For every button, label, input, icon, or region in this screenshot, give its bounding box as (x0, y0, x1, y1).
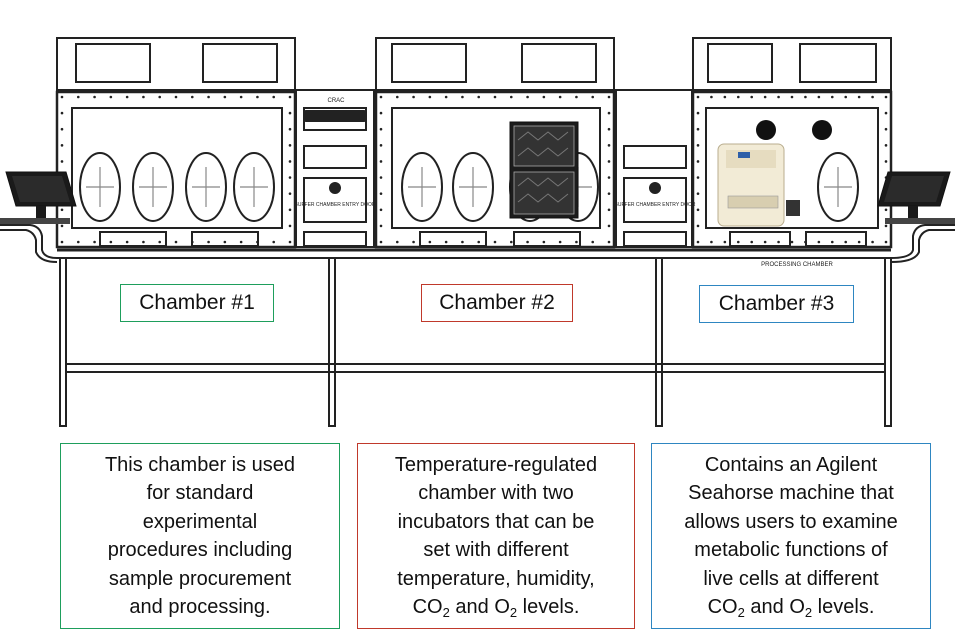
desc3-line: allows users to examine (684, 510, 898, 533)
desc1-line: for standard (146, 482, 254, 504)
desc2-line: set with different (423, 539, 569, 561)
crac-label: CRAC (327, 98, 345, 104)
desc2-line: temperature, humidity, (397, 567, 595, 590)
monitor-right (877, 171, 955, 224)
desc3-gas-line: CO2 and O2 levels. (707, 596, 875, 620)
chamber1-body (55, 90, 297, 249)
desc3-line: Contains an Agilent (704, 453, 878, 476)
monitor-left (0, 171, 77, 224)
seahorse-machine (717, 120, 832, 227)
desc1-line: sample procurement (108, 567, 292, 590)
desc3-line: Seahorse machine that (688, 482, 894, 504)
chamber2-label: Chamber #2 (421, 284, 573, 322)
desc2-line: incubators that can be (397, 510, 595, 533)
chamber3-label: Chamber #3 (699, 285, 854, 323)
chamber1-label: Chamber #1 (120, 284, 274, 322)
desc3-line: live cells at different (703, 567, 879, 590)
chamber1-top-box (56, 37, 296, 91)
chamber1-description: This chamber is used for standard experi… (60, 443, 340, 629)
desc1-line: experimental (142, 510, 258, 533)
desc1-line: procedures including (107, 539, 293, 561)
desc2-line: Temperature-regulated (394, 453, 598, 476)
processing-label: PROCESSING CHAMBER (761, 262, 833, 268)
chamber3-description: Contains an Agilent Seahorse machine tha… (651, 443, 931, 629)
desc2-gas-line: CO2 and O2 levels. (412, 596, 580, 620)
chamber2-body (374, 90, 616, 249)
incubator-stack (509, 121, 579, 219)
desc2-line: chamber with two (418, 482, 574, 504)
chamber2-top-box (375, 37, 615, 91)
desc1-line: and processing. (129, 596, 271, 618)
chamber2-description: Temperature-regulated chamber with two i… (357, 443, 635, 629)
buffer-left-label: BUFFER CHAMBER ENTRY DOOR (295, 202, 376, 208)
desc1-line: This chamber is used (104, 453, 296, 476)
chamber3-top-box (692, 37, 892, 91)
buffer-right-label: BUFFER CHAMBER ENTRY DOOR (615, 202, 696, 208)
desc3-line: metabolic functions of (694, 539, 888, 561)
